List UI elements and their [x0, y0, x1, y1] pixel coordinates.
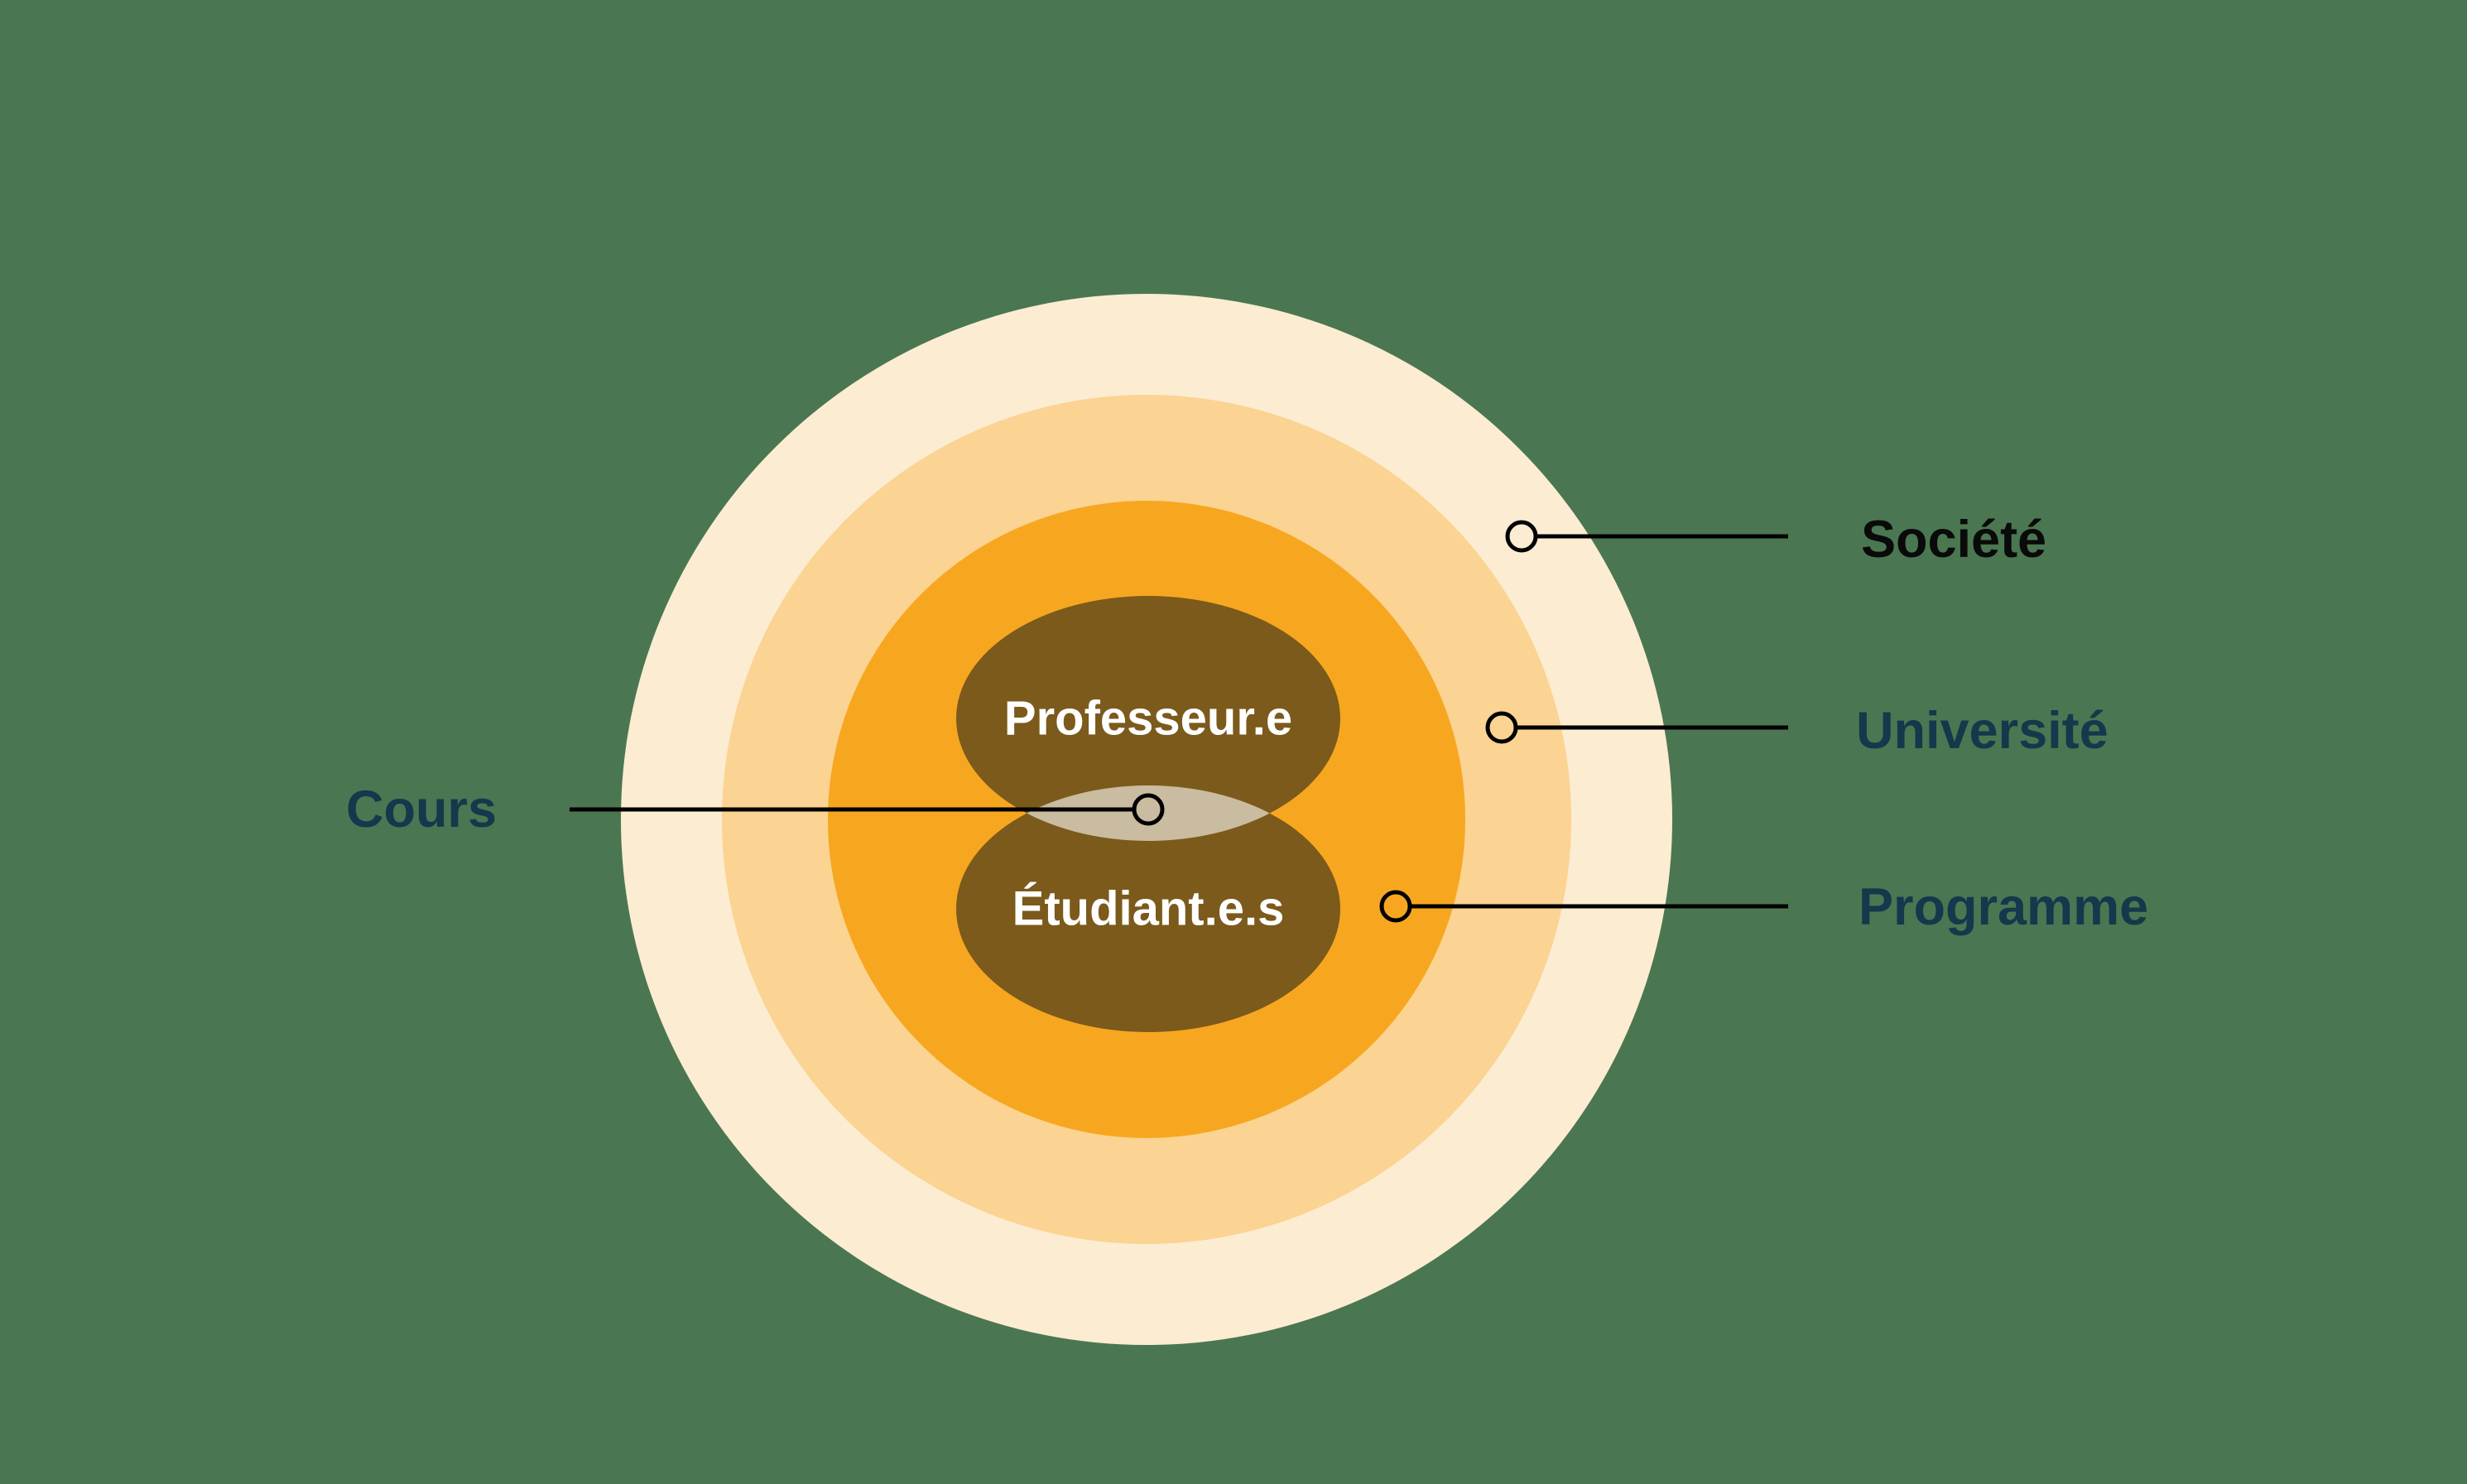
- ellipse-professeur: [956, 596, 1340, 841]
- label-cours: Cours: [346, 780, 497, 838]
- marker-cours: [1132, 793, 1165, 826]
- marker-universite: [1485, 711, 1518, 744]
- marker-societe: [1505, 520, 1538, 553]
- ellipse-etudiants: [956, 785, 1340, 1032]
- marker-programme: [1379, 890, 1412, 923]
- label-professeur: Professeur.e: [1004, 692, 1292, 746]
- label-programme: Programme: [1859, 878, 2148, 936]
- label-universite: Université: [1856, 702, 2109, 760]
- label-societe: Société: [1861, 511, 2046, 569]
- label-etudiants: Étudiant.e.s: [1012, 882, 1285, 936]
